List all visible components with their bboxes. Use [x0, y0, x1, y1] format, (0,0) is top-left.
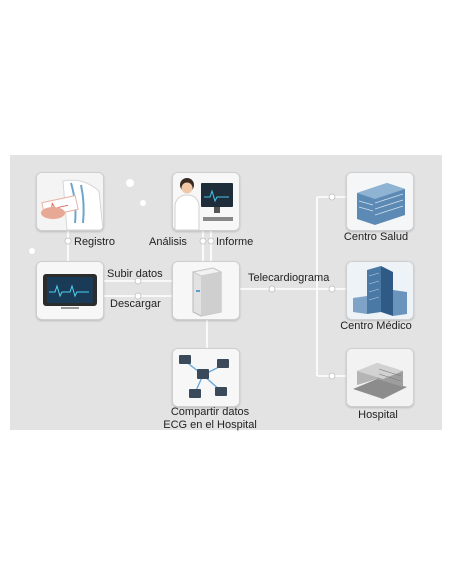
label-informe: Informe	[216, 236, 254, 248]
server-icon	[173, 262, 239, 319]
doctor-ecg-icon	[37, 173, 103, 230]
label-compartir-datos: Compartir datos ECG en el Hospital	[163, 406, 257, 432]
centro-salud-card	[346, 172, 414, 231]
label-hospital: Hospital	[358, 409, 398, 421]
label-compartir-line2: ECG en el Hospital	[163, 419, 257, 431]
ecg-tablet-icon	[37, 262, 103, 319]
hospital-building-icon	[347, 349, 413, 406]
network-icon	[173, 349, 239, 406]
analisis-card	[172, 172, 240, 231]
centro-medico-card	[346, 261, 414, 320]
label-compartir-line1: Compartir datos	[170, 406, 250, 418]
tower-building-icon	[347, 262, 413, 319]
network-card	[172, 348, 240, 407]
label-analisis: Análisis	[149, 236, 187, 248]
label-telecardiograma: Telecardiograma	[248, 272, 330, 284]
hospital-card	[346, 348, 414, 407]
label-descargar: Descargar	[110, 298, 161, 310]
doctor-computer-icon	[173, 173, 239, 230]
label-subir-datos: Subir datos	[107, 268, 163, 280]
label-centro-medico: Centro Médico	[340, 320, 412, 332]
label-centro-salud: Centro Salud	[343, 231, 409, 243]
device-card	[36, 261, 104, 320]
connector-lines	[29, 179, 346, 380]
registro-card	[36, 172, 104, 231]
server-card	[172, 261, 240, 320]
label-registro: Registro	[74, 236, 115, 248]
building-icon	[347, 173, 413, 230]
